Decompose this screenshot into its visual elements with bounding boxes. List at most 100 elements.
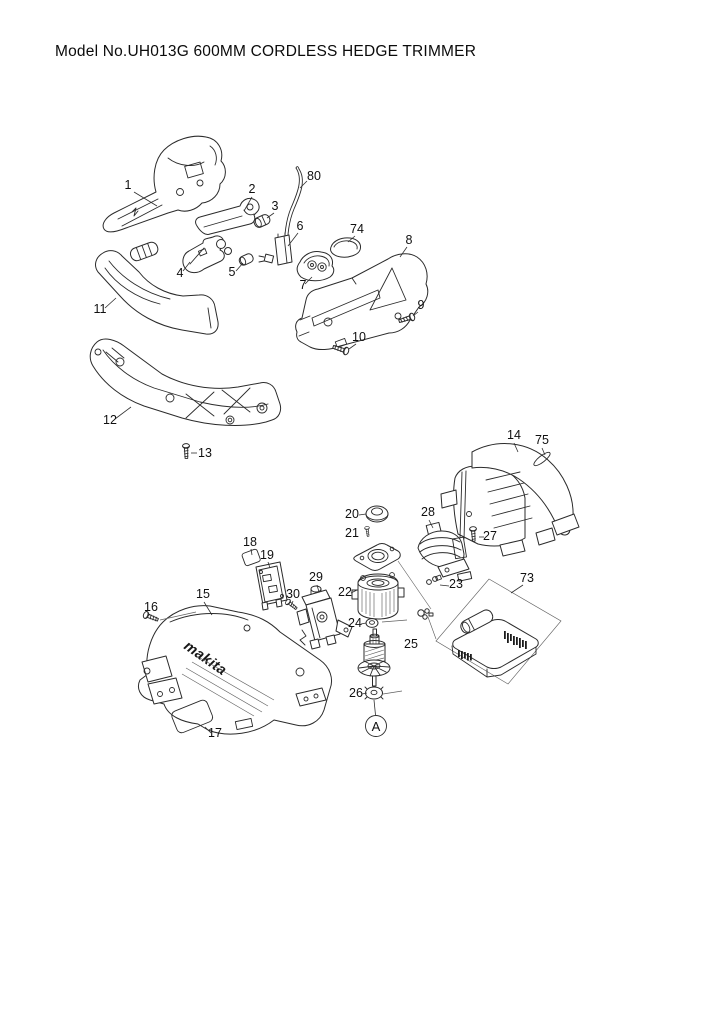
part-74-cover-plate — [330, 237, 361, 258]
part-7-cover — [296, 251, 335, 282]
part-callout-28: 28 — [421, 505, 435, 519]
leader-line-8 — [399, 246, 408, 258]
part-75-label — [533, 451, 551, 467]
leader-line-11 — [104, 297, 117, 309]
part-callout-25: 25 — [404, 637, 418, 651]
part-callout-12: 12 — [103, 413, 117, 427]
part-callout-74: 74 — [350, 222, 364, 236]
leader-line-16 — [146, 613, 151, 618]
leader-line-7 — [304, 276, 313, 285]
leader-line-30 — [290, 600, 294, 607]
part-callout-18: 18 — [243, 535, 257, 549]
part-14-motor-housing-right — [440, 443, 580, 557]
part-callout-3: 3 — [272, 199, 279, 213]
part-19-controller — [255, 561, 288, 611]
part-callout-7: 7 — [300, 278, 307, 292]
part-callout-6: 6 — [297, 219, 304, 233]
part-4-grip-half — [182, 235, 232, 274]
part-callout-73: 73 — [520, 571, 534, 585]
part-callout-15: 15 — [196, 587, 210, 601]
part-callout-80: 80 — [307, 169, 321, 183]
leader-line-24 — [360, 622, 367, 625]
part-22-stator — [351, 572, 405, 620]
part-callout-21: 21 — [345, 526, 359, 540]
part-callout-4: 4 — [177, 266, 184, 280]
part-6-switch — [258, 232, 293, 266]
part-17-label — [171, 699, 214, 734]
part-12-guard-base — [89, 338, 282, 426]
part-callout-20: 20 — [345, 507, 359, 521]
leader-line-74 — [347, 235, 356, 243]
part-callout-17: 17 — [208, 726, 222, 740]
part-callout-22: 22 — [338, 585, 352, 599]
leader-line-29 — [316, 584, 320, 593]
part-13-screw — [181, 443, 191, 459]
leader-line-26 — [361, 692, 368, 695]
part-callout-1: 1 — [125, 178, 132, 192]
part-73-terminal-block — [435, 578, 562, 685]
leader-line-12 — [114, 406, 132, 420]
leader-line-80 — [299, 180, 308, 189]
leader-line-10 — [348, 343, 357, 350]
part-callout-13: 13 — [198, 446, 212, 460]
leader-line-3 — [266, 212, 275, 219]
part-callout-16: 16 — [144, 600, 158, 614]
part-11-handle-cover — [95, 241, 219, 335]
part-23-terminal-parts — [426, 574, 442, 585]
leader-line-20 — [358, 513, 367, 516]
detail-marker-a: A — [365, 699, 387, 737]
part-callout-2: 2 — [249, 182, 256, 196]
part-callout-8: 8 — [406, 233, 413, 247]
part-callout-9: 9 — [418, 298, 425, 312]
leader-line-6 — [287, 232, 299, 247]
leader-line-75 — [541, 447, 546, 456]
part-25-armature — [357, 628, 391, 687]
leader-line-4 — [182, 261, 191, 272]
leader-line-28 — [428, 519, 434, 529]
leader-line-14 — [513, 442, 519, 453]
leader-line-17 — [204, 726, 212, 734]
part-callout-26: 26 — [349, 686, 363, 700]
leader-line-9 — [412, 311, 419, 317]
part-18-label — [241, 548, 261, 567]
part-callout-27: 27 — [483, 529, 497, 543]
part-28-crank-housing — [417, 521, 473, 582]
pinion-gear — [417, 608, 434, 620]
part-callout-23: 23 — [449, 577, 463, 591]
part-20-bearing — [365, 505, 389, 523]
leader-line-18 — [250, 548, 253, 556]
page-title: Model No.UH013G 600MM CORDLESS HEDGE TRI… — [55, 43, 476, 60]
part-callout-11: 11 — [94, 302, 107, 316]
part-29-switch-assembly — [296, 585, 353, 650]
part-21-gasket-plate — [353, 525, 401, 571]
part-26-bearing — [364, 686, 384, 700]
leader-line-19 — [267, 561, 271, 569]
leader-line-15 — [203, 601, 213, 616]
leader-line-73 — [510, 584, 524, 594]
part-2-lever — [195, 197, 260, 235]
leader-line-5 — [235, 262, 244, 272]
leader-line-22 — [350, 589, 358, 594]
part-callout-75: 75 — [535, 433, 549, 447]
part-callout-5: 5 — [229, 265, 236, 279]
detail-marker-letter: A — [372, 719, 381, 734]
part-5-pin — [238, 253, 254, 266]
part-callout-10: 10 — [352, 330, 366, 344]
leader-line-1 — [133, 191, 158, 207]
part-callout-19: 19 — [260, 548, 274, 562]
part-24-washer — [365, 618, 379, 628]
part-callout-30: 30 — [286, 587, 300, 601]
alignment-lines — [159, 560, 437, 695]
part-callout-24: 24 — [348, 616, 362, 630]
part-1-rear-handle-housing — [102, 135, 226, 233]
part-15-motor-housing-left: makita — [137, 605, 333, 735]
terminal-pins — [458, 631, 527, 661]
part-8-handle-housing-half — [295, 253, 429, 350]
part-3-pin — [253, 214, 271, 228]
part-callout-29: 29 — [309, 570, 323, 584]
part-callout-14: 14 — [507, 428, 521, 442]
leader-line-2 — [243, 196, 253, 212]
